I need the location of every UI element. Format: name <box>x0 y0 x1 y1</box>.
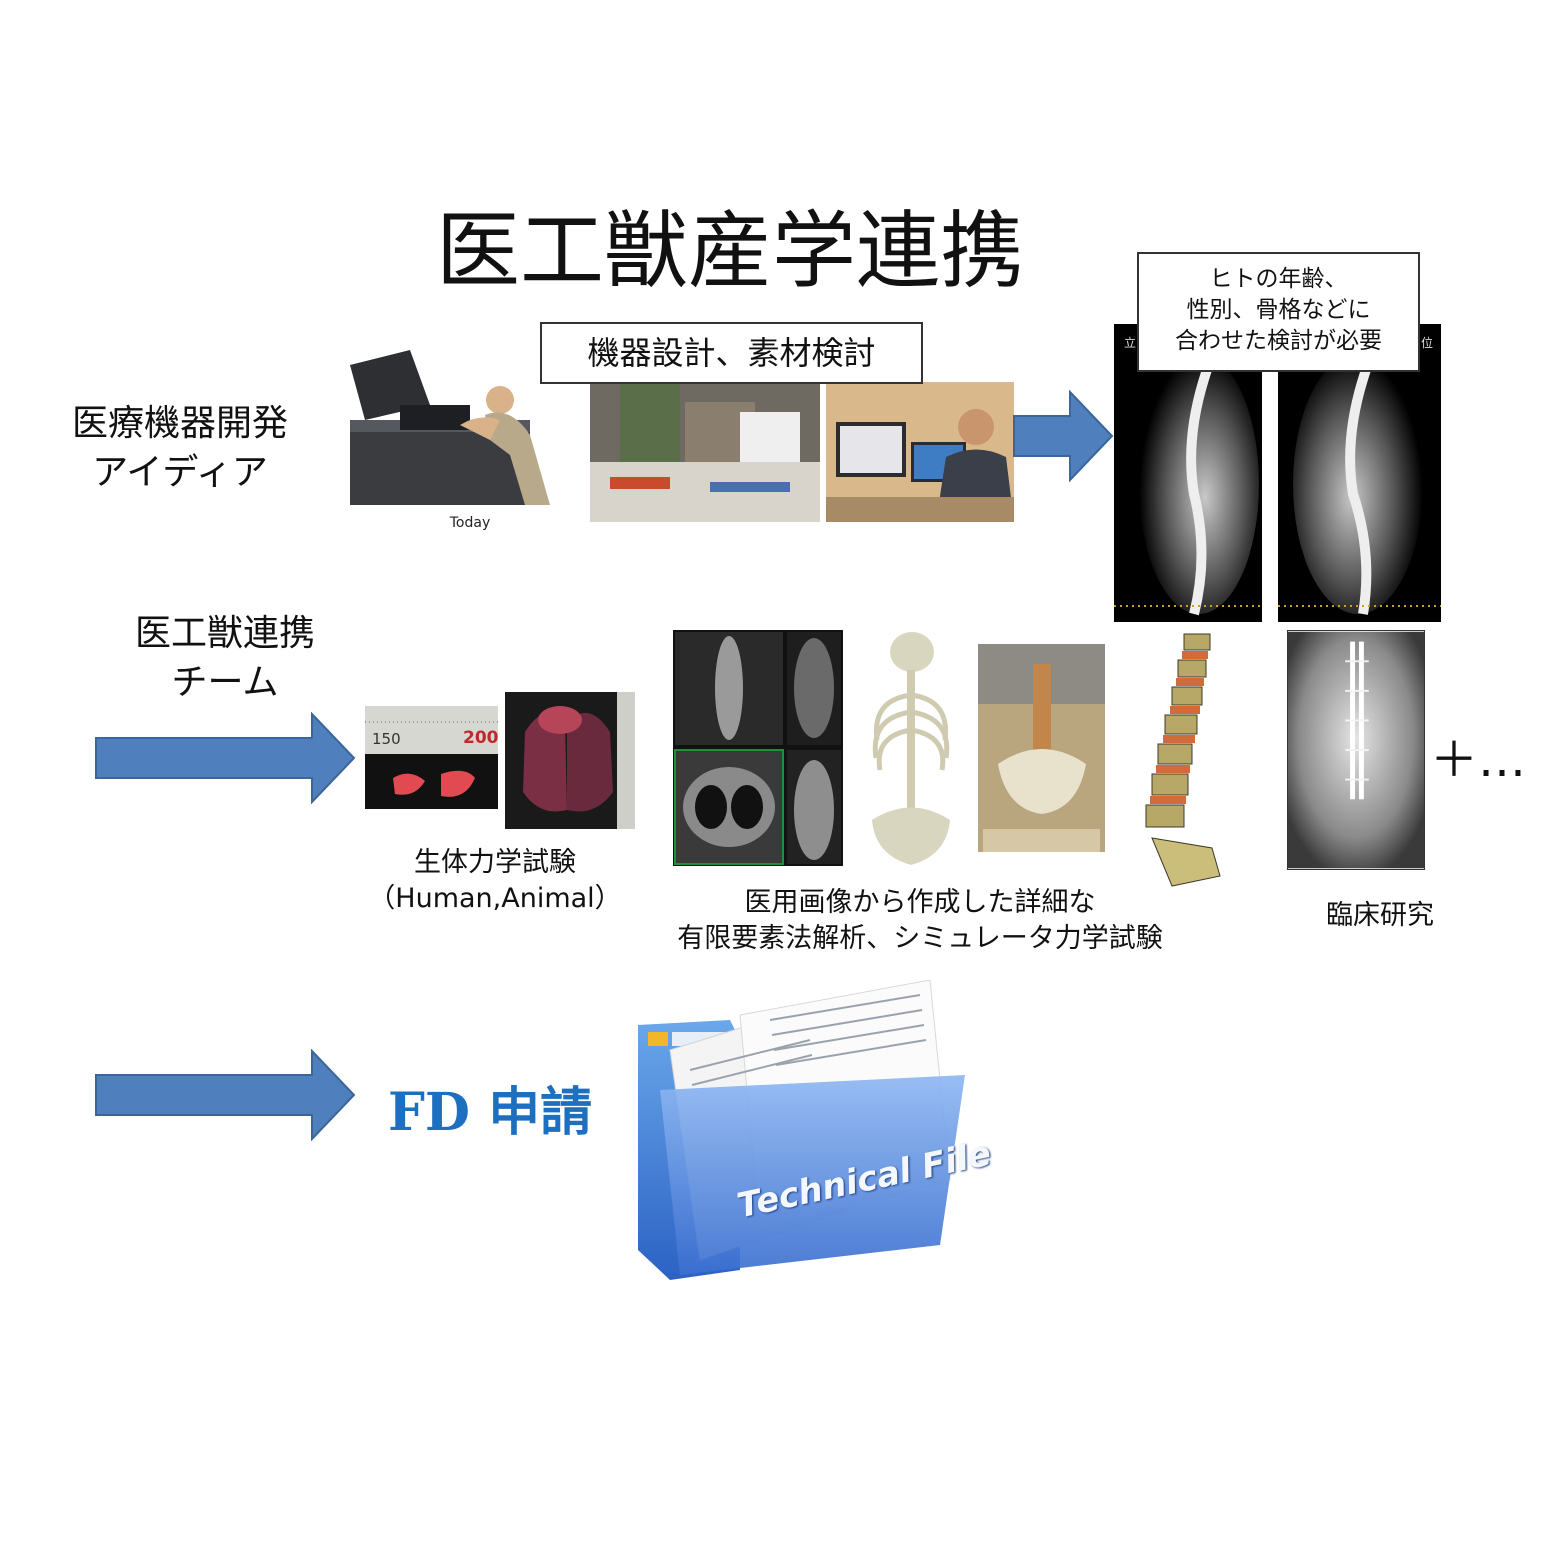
lung-illustration <box>505 692 635 829</box>
simulator-photo <box>978 644 1105 852</box>
arrow-to-xray <box>1013 390 1114 482</box>
team-label: 医工獣連携 チーム <box>90 610 360 707</box>
callout-line1: ヒトの年齢、 <box>1209 266 1348 292</box>
xray-lateral-right <box>1278 324 1441 622</box>
engineer-photo <box>826 382 1014 522</box>
workbench-illustration <box>590 382 820 522</box>
xray-lateral-left <box>1114 324 1262 622</box>
lung-photo <box>505 692 635 829</box>
biomech-caption: 生体力学試験 （Human,Animal） <box>350 845 640 918</box>
simulator-illustration <box>978 644 1105 852</box>
device-idea-label-line2: アイディア <box>92 451 268 493</box>
skeleton-model <box>852 630 964 868</box>
xray-mark-left: 立 <box>1124 336 1137 350</box>
folder-illustration <box>630 980 973 1286</box>
device-idea-label-line1: 医療機器開発 <box>71 403 288 444</box>
ruler-ticks: 150 <box>372 730 401 748</box>
clinical-xray <box>1287 630 1425 870</box>
callout-line3: 合わせた検討が必要 <box>1175 328 1382 355</box>
fem-caption-line2: 有限要素法解析、シミュレータ力学試験 <box>677 923 1163 955</box>
ct-scan-composite <box>673 630 843 866</box>
technical-file-folder <box>630 980 973 1286</box>
clinical-caption: 臨床研究 <box>1326 900 1434 931</box>
biomech-caption-line1: 生体力学試験 <box>414 847 576 878</box>
xray-right-illustration <box>1278 324 1441 622</box>
specimen-ruler-photo <box>365 706 498 809</box>
engineer-illustration <box>826 382 1014 522</box>
workbench-photo <box>590 382 820 522</box>
fem-caption-line1: 医用画像から作成した詳細な <box>744 887 1096 918</box>
xray-left-illustration <box>1114 324 1262 622</box>
arrow-to-biomech <box>95 712 356 804</box>
biomech-caption-line2: （Human,Animal） <box>368 883 622 915</box>
specimen-illustration <box>365 706 498 809</box>
fem-spine-model <box>1132 626 1230 888</box>
photo-caption-today: Today <box>449 515 491 531</box>
ct-illustration <box>673 630 843 866</box>
human-skeleton-callout: ヒトの年齢、 性別、骨格などに 合わせた検討が必要 <box>1137 252 1420 372</box>
fd-application-label: FD 申請 <box>388 1082 593 1143</box>
more-indicator: ＋… <box>1430 732 1527 788</box>
device-idea-label: 医療機器開発 アイディア <box>40 400 320 497</box>
design-material-box: 機器設計、素材検討 <box>540 322 923 384</box>
team-label-line1: 医工獣連携 <box>134 613 315 654</box>
xray-mark-right: 位 <box>1421 336 1434 350</box>
team-label-line2: チーム <box>171 661 279 703</box>
skeleton-illustration <box>852 630 964 868</box>
ruler-value: 200 <box>463 728 499 748</box>
arrow-to-fd <box>95 1049 356 1141</box>
clinical-xray-illustration <box>1288 631 1424 869</box>
callout-line2: 性別、骨格などに <box>1186 297 1371 324</box>
page-title: 医工獣産学連携 <box>435 202 1024 300</box>
fem-caption: 医用画像から作成した詳細な 有限要素法解析、シミュレータ力学試験 <box>660 885 1180 958</box>
fem-spine-illustration <box>1132 626 1230 888</box>
